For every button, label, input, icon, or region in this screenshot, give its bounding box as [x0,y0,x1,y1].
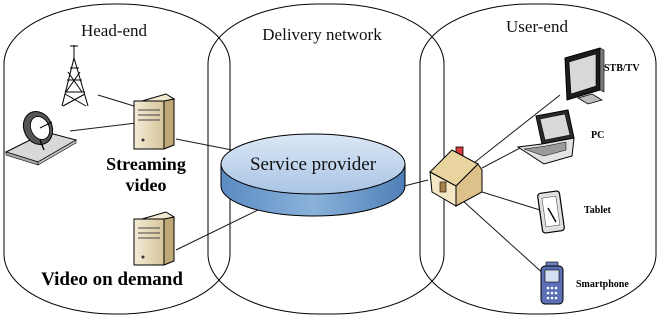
service-provider-label: Service provider [250,154,377,175]
service-provider-hub: Service provider [220,133,406,217]
tower-to-server-link [97,94,135,107]
streaming-video-label-line2: video [125,175,166,195]
streaming-video-label-line1: Streaming [106,154,186,174]
device-label-smartphone: Smartphone [576,279,629,290]
user-end-zone [419,3,657,315]
hub-to-house-link [403,179,429,187]
tablet-icon [537,190,565,234]
monitor-icon [564,47,605,105]
head-end-title: Head-end [81,21,148,40]
video-on-demand-label: Video on demand [41,269,183,290]
satellite-dish-icon [4,110,78,166]
laptop-icon [516,109,575,165]
device-label-pc: PC [591,130,604,141]
streaming-server-to-hub-link [175,138,233,151]
delivery-network-title: Delivery network [262,25,382,44]
streaming-server-icon [133,93,176,150]
connection-lines [69,94,561,277]
house-to-smartphone-link [461,199,547,277]
smartphone-icon [540,261,564,305]
dish-to-server-link [69,122,137,132]
house-to-tablet-link [481,191,541,211]
device-label-stb-tv: STB/TV [604,63,640,74]
vod-server-to-hub-link [175,209,259,251]
vod-server-icon [133,211,176,266]
house-to-pc-link [481,146,523,169]
user-end-title: User-end [506,17,568,36]
device-label-tablet: Tablet [584,205,612,216]
house-to-tv-link [469,94,561,167]
antenna-tower-icon [61,45,89,107]
house-icon [429,146,483,207]
